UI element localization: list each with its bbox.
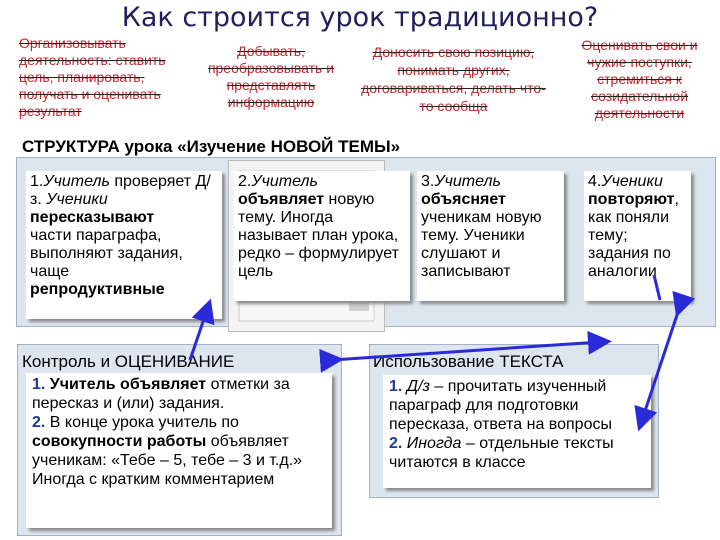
step-1-text-b: части параграфа, выполняют задания, чаще	[30, 227, 183, 280]
goal-communicative: Доносить свою позицию, понимать других, …	[361, 44, 546, 114]
control-box: 1. Учитель объявляет отметки за пересказ…	[26, 373, 332, 528]
step-2-verb: объявляет	[238, 191, 325, 208]
arrow-step4-to-control	[652, 274, 662, 301]
step-1-box: 1.Учитель проверяет Д/з. Ученики переска…	[26, 171, 222, 319]
text-item-1-number: 1.	[389, 378, 403, 395]
text-item-1-emph: Д/з	[406, 378, 430, 395]
step-4-actor: Ученики	[601, 173, 663, 190]
page-title: Как строится урок традиционно?	[121, 2, 599, 33]
control-item-2-number: 2.	[32, 414, 46, 431]
arrow-double	[319, 330, 612, 373]
step-2-text: новую тему. Иногда называет план урока, …	[238, 191, 399, 280]
step-1-text-a: проверяет Д/з.	[30, 173, 211, 208]
control-item-2-emph: совокупности работы	[32, 433, 207, 450]
control-item-2-text-b: объявляет ученикам: «Тебе – 5, тебе – 3 …	[32, 433, 303, 488]
control-item-1-number: 1.	[32, 376, 46, 393]
step-1-actor: Учитель	[43, 173, 110, 190]
step-2-box: 2.Учитель объявляет новую тему. Иногда н…	[234, 171, 410, 301]
step-3-text: ученикам новую тему. Ученики слушают и з…	[421, 209, 542, 280]
control-item-1-text: отметки за пересказ и (или) задания.	[32, 376, 290, 412]
step-4-verb: повторяют	[588, 191, 675, 208]
text-item-2-number: 2.	[389, 435, 403, 452]
step-2-actor: Учитель	[251, 173, 318, 190]
goal-cognitive: Добывать, преобразовывать и представлять…	[207, 43, 335, 110]
step-3-actor: Учитель	[434, 173, 501, 190]
step-4-box: 4.Ученики повторяют, как поняли тему; за…	[584, 171, 691, 301]
goal-personal: Оценивать свои и чужие поступки, стремит…	[581, 37, 698, 121]
step-1-emph: репродуктивные	[30, 281, 165, 298]
step-4-text: , как поняли тему; задания по аналогии	[588, 191, 679, 280]
step-3-number: 3.	[421, 173, 435, 190]
step-1-verb: пересказывают	[30, 209, 155, 226]
step-2-number: 2.	[238, 173, 252, 190]
text-item-2-emph: Иногда	[406, 435, 462, 452]
control-item-1-emph: Учитель объявляет	[45, 376, 207, 393]
step-3-verb: объясняет	[421, 191, 506, 208]
step-4-number: 4.	[588, 173, 602, 190]
step-1-students: Ученики	[46, 191, 108, 208]
text-usage-box: 1. Д/з – прочитать изученный параграф дл…	[383, 375, 651, 488]
control-heading: Контроль и ОЦЕНИВАНИЕ	[22, 352, 235, 371]
goal-regulatory: Организовывать деятельность: ставить цел…	[19, 35, 166, 119]
text-item-2-text: – отдельные тексты читаются в классе	[389, 435, 614, 471]
text-item-1-text: – прочитать изученный параграф для подго…	[389, 378, 612, 433]
step-3-box: 3.Учитель объясняет ученикам новую тему.…	[417, 171, 564, 301]
step-1-number: 1.	[30, 173, 44, 190]
arrow-control-to-step1	[188, 298, 215, 361]
control-item-2-text-a: В конце урока учитель по	[45, 414, 239, 431]
structure-label: СТРУКТУРА урока «Изучение НОВОЙ ТЕМЫ»	[22, 137, 401, 156]
arrow-step4-text	[634, 290, 696, 432]
arrow-to-step4	[618, 300, 650, 340]
